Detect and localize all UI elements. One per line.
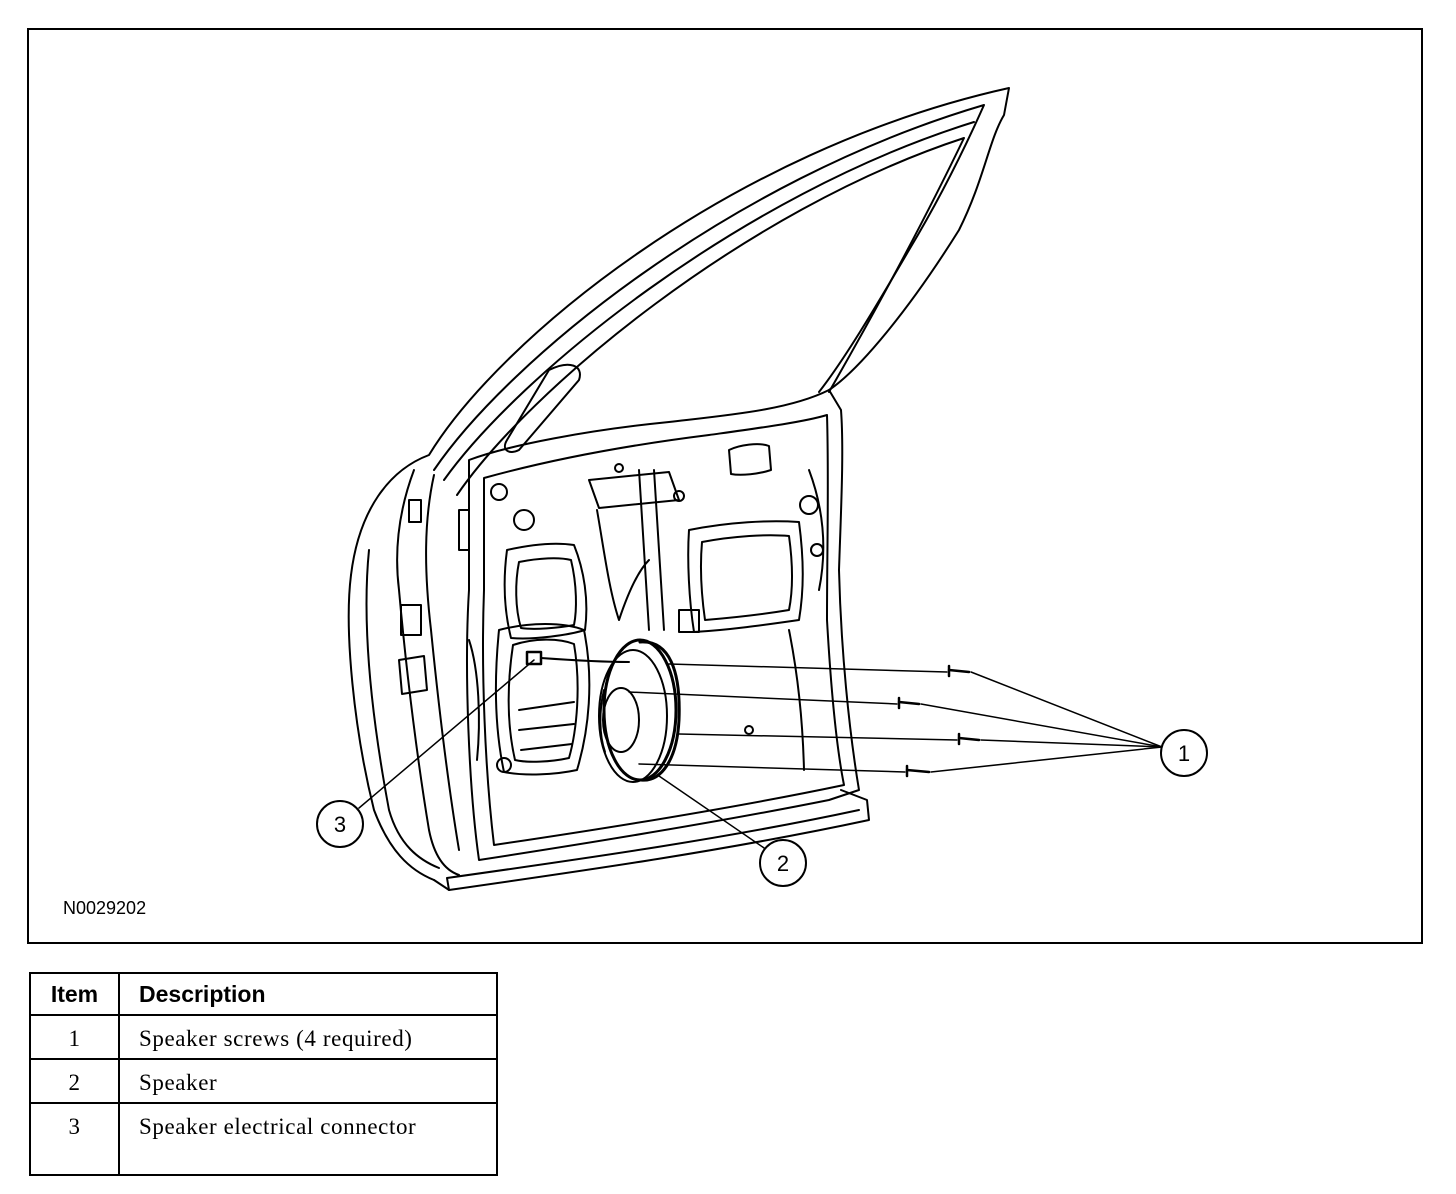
door-speaker-diagram: 1 2 3 [316,87,1208,891]
speaker-connector [525,650,630,666]
legend-header-row: Item Description [29,972,498,1016]
callout-2-label: 2 [777,851,789,876]
window-frame-outer [350,87,1010,576]
callout-3-leader [358,659,535,809]
legend-header-description: Description [118,972,498,1016]
callout-3-label: 3 [334,812,346,837]
door-front-edge [347,574,435,881]
callout-1-circle [1160,729,1208,777]
callout-2-leader [658,775,768,851]
legend-header-item: Item [29,972,120,1016]
legend-table: Item Description 1 Speaker screws (4 req… [29,972,498,1176]
window-frame-inner [433,104,985,471]
legend-item-number: 1 [29,1014,120,1060]
table-row: 2 Speaker [29,1058,498,1104]
legend-item-description: Speaker [118,1058,498,1104]
inner-panel [466,389,860,861]
diagram-frame: 1 2 3 N0029202 [27,28,1423,944]
legend-item-description: Speaker electrical connector [118,1102,498,1176]
table-row: 1 Speaker screws (4 required) [29,1014,498,1060]
callout-1-label: 1 [1178,741,1190,766]
figure-id: N0029202 [63,898,147,918]
callout-3-circle [316,800,364,848]
speaker-opening [495,623,591,776]
speaker-screws [897,664,981,778]
speaker-body [598,638,681,783]
legend-item-description: Speaker screws (4 required) [118,1014,498,1060]
table-row: 3 Speaker electrical connector [29,1102,498,1176]
callout-2-circle [759,839,807,887]
door-sill [433,789,870,891]
callout-1-leaders [920,671,1163,773]
legend-item-number: 3 [29,1102,120,1176]
legend-item-number: 2 [29,1058,120,1104]
